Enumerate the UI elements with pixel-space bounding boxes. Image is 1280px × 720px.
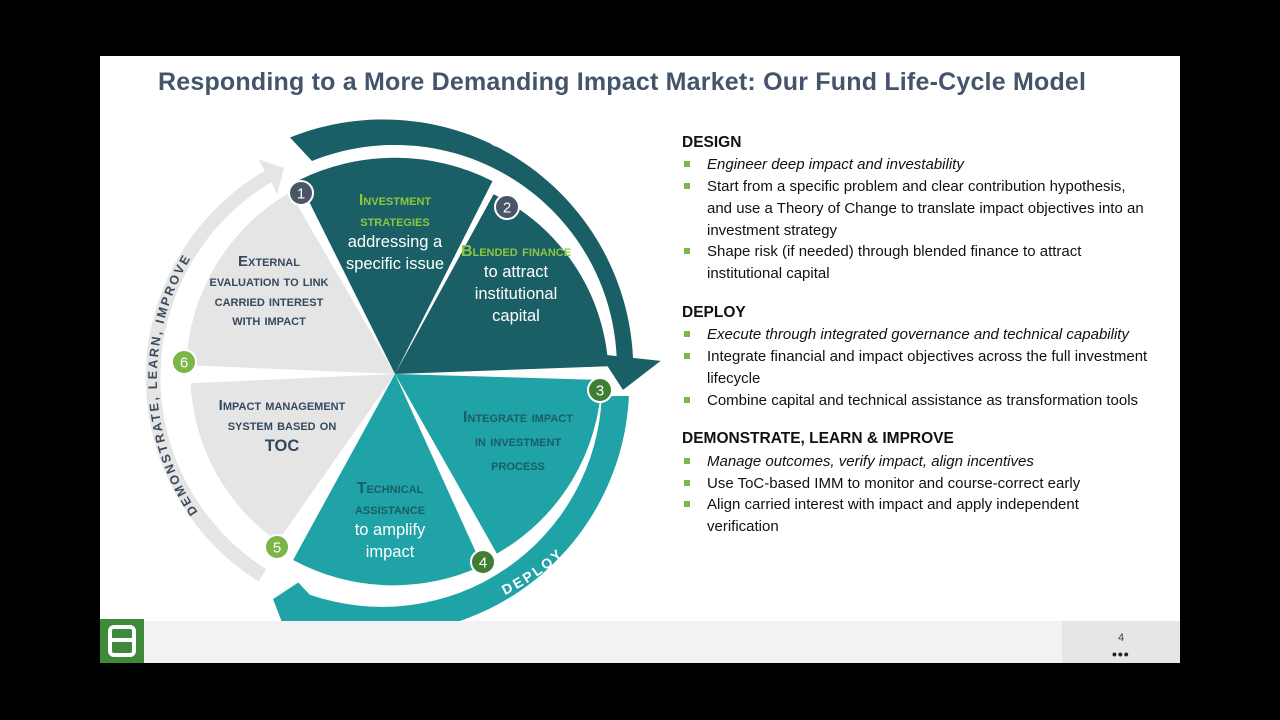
section-demonstrate: DEMONSTRATE, LEARN & IMPROVE Manage outc… — [682, 428, 1152, 537]
bullet-item: Shape risk (if needed) through blended f… — [682, 241, 1152, 285]
page-number: 4 — [1118, 632, 1125, 644]
segment-5-title: Impact management system based on — [218, 397, 346, 434]
slide: Responding to a More Demanding Impact Ma… — [100, 56, 1180, 663]
segment-external-evaluation — [186, 192, 395, 374]
segment-investment-strategies — [298, 157, 493, 374]
section-heading: DEPLOY — [682, 303, 746, 321]
badge-5: 5 — [264, 534, 290, 560]
bullet-item: Integrate financial and impact objective… — [682, 346, 1152, 390]
section-deploy: DEPLOY Execute through integrated govern… — [682, 302, 1152, 411]
life-cycle-diagram: Design Deploy Demonstrate, Learn, Improv… — [145, 119, 661, 621]
badge-2: 2 — [494, 194, 520, 220]
segment-4-label: Technical assistance to amplify impact — [334, 478, 446, 564]
svg-text:2: 2 — [503, 200, 511, 217]
demonstrate-arc — [145, 159, 284, 582]
svg-text:6: 6 — [180, 355, 188, 372]
svg-text:3: 3 — [596, 383, 604, 400]
badge-3: 3 — [587, 377, 613, 403]
svg-text:1: 1 — [297, 186, 305, 203]
badge-1: 1 — [288, 180, 314, 206]
segment-technical-assistance — [293, 374, 482, 586]
segment-2-body: to attract institutional capital — [474, 263, 558, 325]
right-text-panel: DESIGN Engineer deep impact and investab… — [682, 132, 1152, 555]
segment-3-label: Integrate impact in investment process — [462, 406, 574, 478]
segment-6-title: External evaluation to link carried inte… — [209, 253, 329, 330]
segment-6-label: External evaluation to link carried inte… — [204, 252, 334, 331]
segment-1-label: Investment strategies addressing a speci… — [336, 190, 454, 276]
company-logo-icon — [100, 619, 144, 663]
segment-4-body: to amplify impact — [354, 521, 426, 561]
section-design: DESIGN Engineer deep impact and investab… — [682, 132, 1152, 285]
segment-impact-management — [190, 374, 395, 542]
design-arc — [290, 119, 661, 390]
bullet-list: Engineer deep impact and investability S… — [682, 154, 1152, 285]
footer-page-box — [1062, 621, 1180, 663]
more-options-icon[interactable]: ••• — [1112, 646, 1130, 662]
bullet-item: Start from a specific problem and clear … — [682, 176, 1152, 241]
footer-bar — [100, 621, 1180, 663]
segment-2-title: Blended finance — [460, 243, 572, 260]
section-heading: DESIGN — [682, 134, 742, 151]
slide-title: Responding to a More Demanding Impact Ma… — [158, 68, 1087, 96]
svg-text:5: 5 — [273, 540, 281, 557]
section-heading: DEMONSTRATE, LEARN & IMPROVE — [682, 430, 954, 448]
segment-1-title: Investment strategies — [358, 192, 432, 231]
segment-blended-finance — [395, 194, 609, 374]
segment-1-body: addressing a specific issue — [345, 233, 445, 273]
bullet-item: Manage outcomes, verify impact, align in… — [682, 451, 1152, 473]
bullet-list: Manage outcomes, verify impact, align in… — [682, 451, 1152, 538]
badge-4: 4 — [470, 549, 496, 575]
segment-5-label: Impact management system based on TOC — [212, 396, 352, 457]
segment-5-title-tail: TOC — [264, 436, 300, 455]
badge-6: 6 — [171, 349, 197, 375]
segment-integrate-impact — [395, 374, 602, 554]
bullet-item: Combine capital and technical assistance… — [682, 390, 1152, 412]
bullet-item: Execute through integrated governance an… — [682, 324, 1152, 346]
bullet-item: Use ToC-based IMM to monitor and course-… — [682, 473, 1152, 495]
bullet-list: Execute through integrated governance an… — [682, 324, 1152, 411]
segment-2-label: Blended finance to attract institutional… — [458, 241, 574, 327]
svg-text:4: 4 — [479, 555, 487, 572]
deploy-arc — [273, 396, 629, 621]
segment-4-title: Technical assistance — [354, 480, 426, 519]
bullet-item: Align carried interest with impact and a… — [682, 494, 1152, 538]
bullet-item: Engineer deep impact and investability — [682, 154, 1152, 176]
segment-3-title: Integrate impact in investment process — [463, 409, 573, 474]
